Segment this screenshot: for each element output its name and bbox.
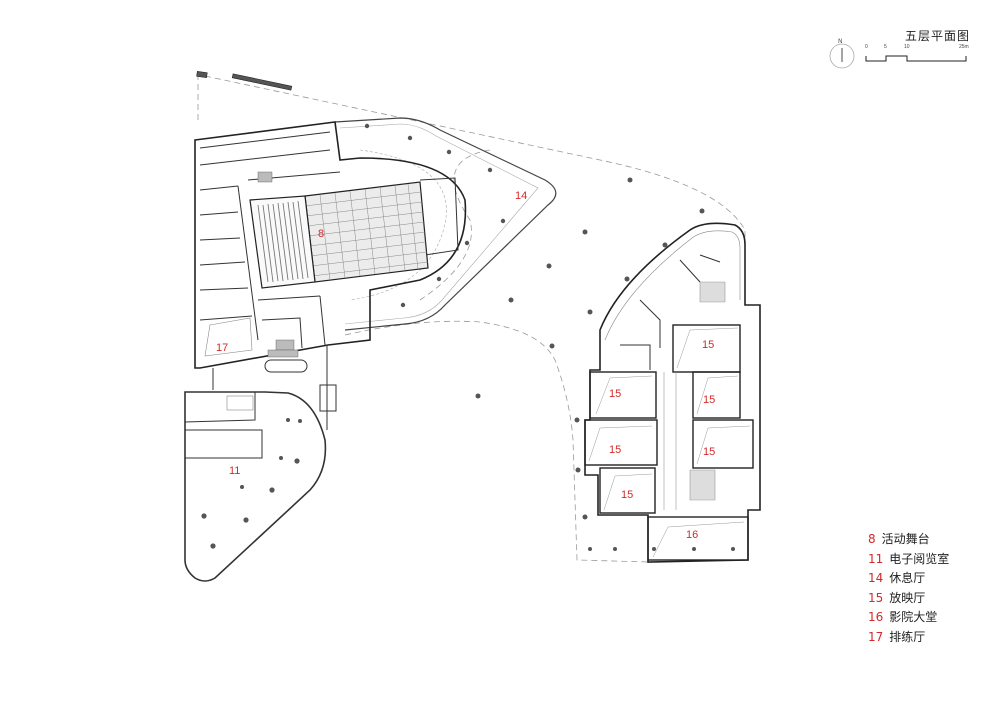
- north-arrow: [829, 43, 855, 69]
- columns: [201, 123, 735, 551]
- room-label-16: 16: [686, 529, 699, 541]
- seating-block: [249, 195, 316, 289]
- room-label-8: 8: [318, 228, 325, 240]
- scale-bar: [865, 55, 967, 62]
- site-boundary: [197, 74, 746, 563]
- room-label-15: 15: [702, 339, 715, 351]
- scale-tick-0: 0: [865, 44, 868, 50]
- room-label-11: 11: [229, 465, 241, 477]
- scale-tick-25: 25m: [959, 44, 969, 50]
- room-label-15: 15: [609, 388, 622, 400]
- stage-grid: [304, 181, 429, 283]
- reading-room-block: [184, 391, 327, 582]
- north-label: N: [838, 38, 843, 45]
- page-title: 五层平面图: [905, 29, 971, 43]
- room-label-15: 15: [703, 394, 716, 406]
- theater-block: [194, 121, 467, 369]
- screening-rooms: [584, 324, 754, 561]
- room-label-17: 17: [216, 342, 229, 354]
- scale-tick-5: 5: [884, 44, 887, 50]
- glazing-bars: [196, 70, 293, 91]
- scale-tick-10: 10: [904, 44, 910, 50]
- room-label-15: 15: [703, 446, 716, 458]
- room-label-15: 15: [609, 444, 622, 456]
- room-label-15: 15: [621, 489, 634, 501]
- room-label-14: 14: [515, 190, 528, 202]
- lounge-envelope: [334, 117, 557, 331]
